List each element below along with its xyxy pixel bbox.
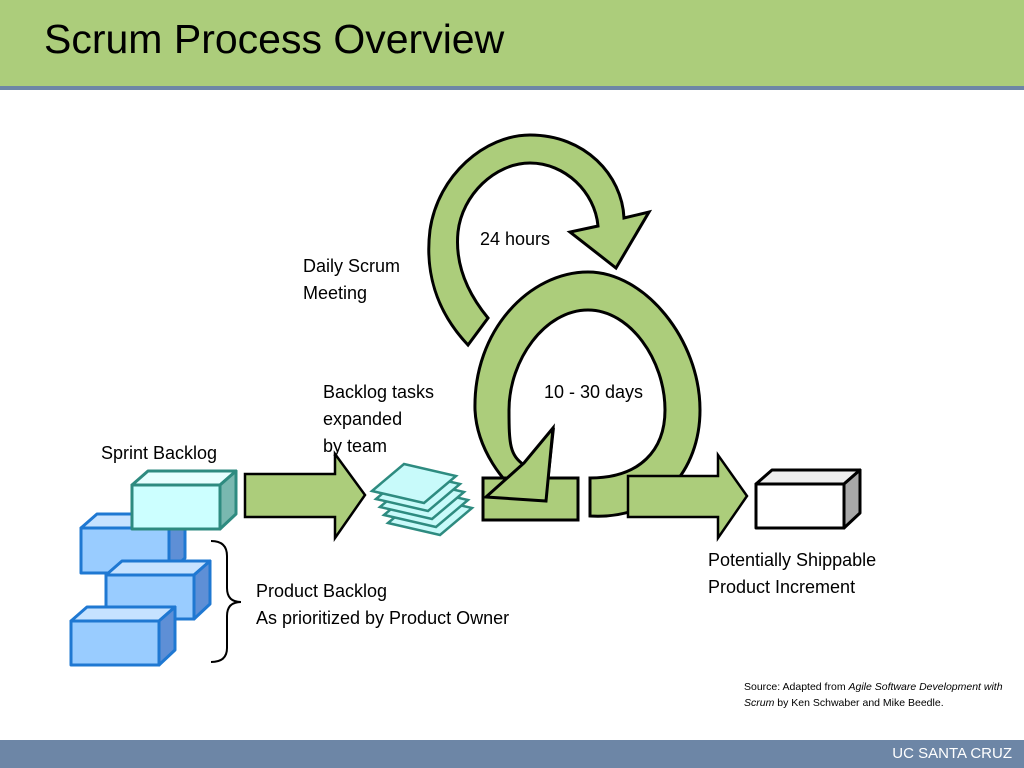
title-bar (0, 0, 1024, 86)
source-note: Source: Adapted from Agile Software Deve… (744, 680, 1004, 711)
product-increment-line-1: Potentially Shippable (708, 550, 877, 570)
product-backlog-label: Product Backlog As prioritized by Produc… (256, 578, 509, 632)
title-rule (0, 86, 1024, 90)
product-backlog-line-1: Product Backlog (256, 581, 388, 601)
daily-cycle-label: 24 hours (480, 229, 551, 249)
daily-scrum-line-2: Meeting (303, 283, 368, 303)
source-book-title: Agile Software Development with Scrum (744, 681, 1003, 709)
slide-title: Scrum Process Overview (44, 16, 505, 62)
sprint-cycle-label: 10 - 30 days (544, 382, 644, 402)
scrum-diagram (69, 133, 862, 667)
product-increment-box (754, 468, 862, 530)
footer-label: UC SANTA CRUZ (892, 745, 1012, 762)
footer-bar: UC SANTA CRUZ (0, 740, 1024, 768)
backlog-tasks-line-3: by team (323, 436, 388, 456)
sprint-backlog-label: Sprint Backlog (101, 443, 218, 463)
sprint-backlog-block (130, 469, 238, 531)
backlog-task-cards (369, 462, 475, 537)
source-prefix: Source: Adapted from (744, 681, 849, 693)
product-backlog-brace (210, 540, 242, 663)
daily-cycle-arrow (427, 133, 653, 348)
backlog-tasks-line-1: Backlog tasks (323, 382, 435, 402)
product-increment-line-2: Product Increment (708, 577, 856, 597)
backlog-tasks-label: Backlog tasks expanded by team (323, 379, 434, 460)
sprint-arrowhead (482, 423, 555, 503)
product-backlog-line-2: As prioritized by Product Owner (256, 608, 510, 628)
product-backlog-blocks (69, 512, 212, 667)
daily-scrum-label: Daily Scrum Meeting (303, 253, 400, 307)
backlog-tasks-line-2: expanded (323, 409, 403, 429)
backlog-block-3 (69, 605, 177, 667)
source-suffix: by Ken Schwaber and Mike Beedle. (774, 696, 944, 709)
product-increment-label: Potentially Shippable Product Increment (708, 547, 876, 601)
sprint-to-tasks-arrow (243, 450, 367, 542)
daily-scrum-line-1: Daily Scrum (303, 256, 401, 276)
increment-arrow (626, 451, 749, 543)
